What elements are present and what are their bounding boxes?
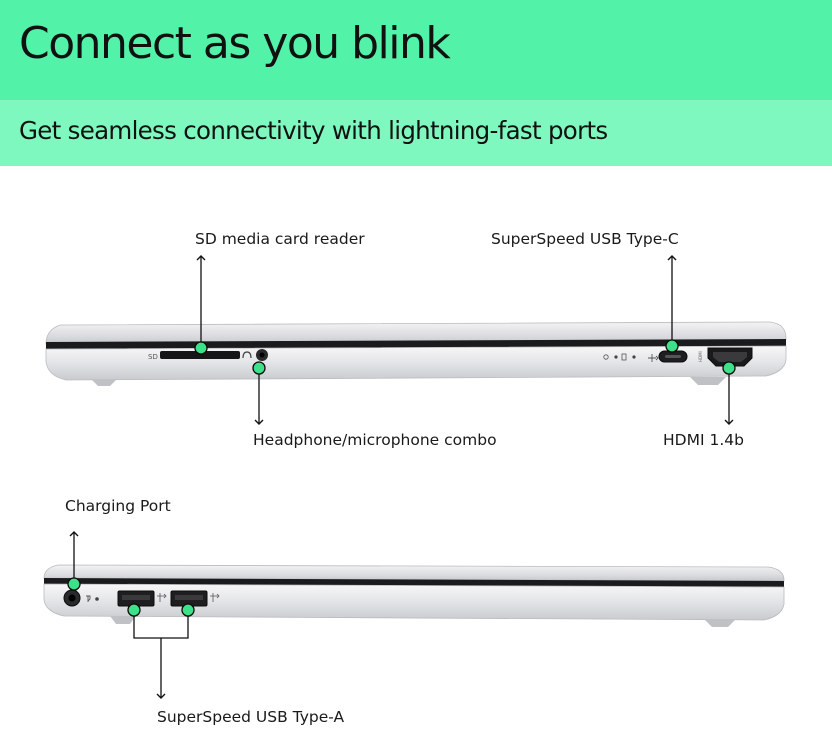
label-usb-type-a: SuperSpeed USB Type-A [157, 708, 345, 726]
label-sd-card-reader: SD media card reader [195, 230, 365, 248]
marker-usb-a-2 [181, 603, 195, 617]
power-plug-icon [86, 595, 91, 602]
page-title: Connect as you blink [19, 18, 451, 69]
header-banner: Connect as you blink [0, 0, 832, 100]
usb-icon [648, 354, 659, 362]
ss-usb-icon-2 [210, 593, 220, 602]
charging-port [63, 589, 81, 607]
marker-sd [194, 341, 208, 355]
callout-lines-left [69, 531, 189, 699]
headphone-jack [256, 349, 268, 361]
subheader-banner: Get seamless connectivity with lightning… [0, 100, 832, 166]
sd-card-slot [160, 351, 240, 359]
laptop-left-side [43, 564, 785, 627]
marker-hdmi [722, 361, 736, 375]
charge-led [95, 597, 99, 601]
hdmi-port: HDMI [698, 347, 753, 367]
svg-text:HDMI: HDMI [698, 351, 703, 362]
label-usb-type-c: SuperSpeed USB Type-C [491, 230, 679, 248]
label-headphone-combo: Headphone/microphone combo [253, 431, 497, 449]
page-subtitle: Get seamless connectivity with lightning… [19, 116, 608, 145]
ss-usb-icon-1 [157, 593, 167, 602]
status-indicators [603, 353, 636, 361]
marker-headphone [252, 361, 266, 375]
label-hdmi: HDMI 1.4b [663, 431, 744, 449]
callout-markers-left [67, 577, 195, 617]
marker-usb-a-1 [127, 603, 141, 617]
callout-lines-right [196, 255, 734, 425]
headphone-icon [242, 351, 252, 359]
usb-c-port [658, 350, 688, 363]
sd-engraving: SD [148, 353, 158, 361]
laptop-right-side: SD HDMI [45, 321, 787, 386]
label-charging-port: Charging Port [65, 497, 171, 515]
marker-usb-c [665, 339, 679, 353]
marker-charging [67, 577, 81, 591]
callout-markers-right [194, 339, 736, 375]
